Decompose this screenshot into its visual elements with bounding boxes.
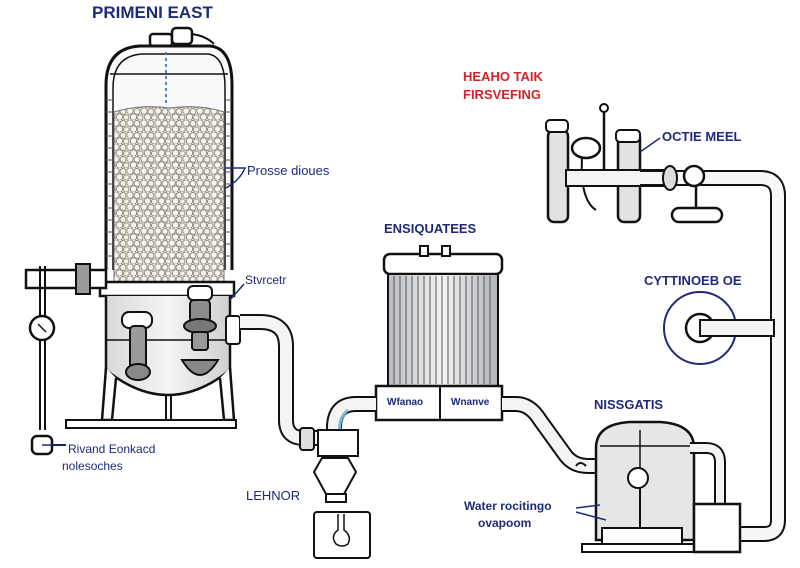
label-cyttinoeb-oe: CYTTINOEB OE xyxy=(644,273,742,288)
label-lehnor: LEHNOR xyxy=(246,488,301,503)
connecting-pipe-2 xyxy=(312,396,376,559)
pressure-gauge-icon xyxy=(28,314,56,342)
inlet-assembly xyxy=(24,263,237,456)
label-ocite-meel: OCTIE MEEL xyxy=(662,129,742,144)
valve-manifold xyxy=(545,103,786,542)
label-ensiquatees: ENSIQUATEES xyxy=(384,221,477,236)
connecting-pipe-3 xyxy=(502,396,604,474)
valve-base-assembly xyxy=(98,280,241,422)
label-rivand-line1: Rivand Eonkacd xyxy=(68,442,156,456)
top-valve-icon xyxy=(148,26,215,48)
pressure-vessel xyxy=(104,26,234,283)
label-nissgatis: NISSGATIS xyxy=(594,397,664,412)
valve-left-icon xyxy=(121,311,153,381)
cartridge-filter xyxy=(374,245,504,422)
filter-tag-right: Wnanve xyxy=(451,397,490,408)
diagram-title: PRIMENI EAST xyxy=(92,3,213,22)
label-red-header-line2: FIRSVEFING xyxy=(463,87,542,102)
label-water-line2: ovapoom xyxy=(478,516,532,530)
settling-tank xyxy=(575,420,742,554)
flow-gauge-icon xyxy=(663,291,775,365)
filter-tag-left: Wfanao xyxy=(387,397,424,408)
connecting-pipe-1 xyxy=(240,314,318,451)
label-water-line1: Water rocitingo xyxy=(464,499,552,513)
leader-lines xyxy=(42,137,661,521)
label-red-header-line1: HEAHO TAIK xyxy=(463,69,543,84)
label-rivand-line2: nolesoches xyxy=(62,459,123,473)
label-prosse-dioues: Prosse dioues xyxy=(247,163,330,178)
label-stvrcetr: Stvrcetr xyxy=(245,273,287,287)
valve-right-icon xyxy=(180,285,220,376)
